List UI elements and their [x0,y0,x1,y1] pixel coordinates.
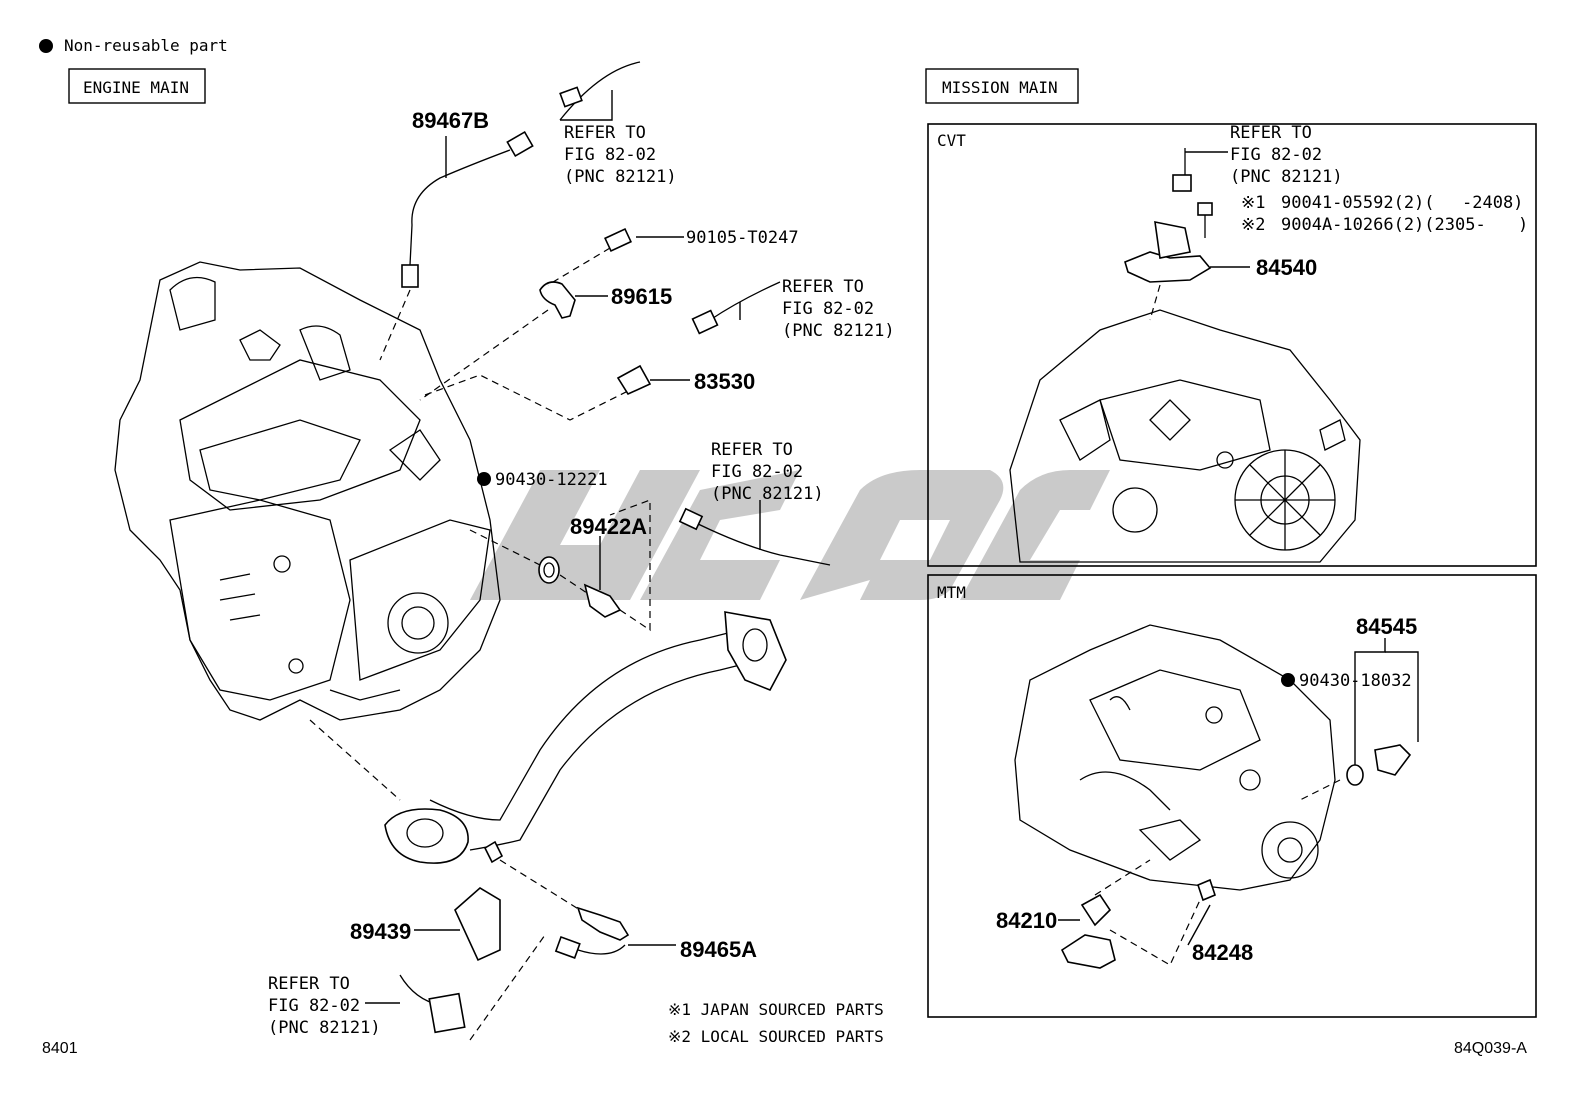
mission-main-box [925,68,1079,104]
refer-line2: FIG 82-02 [711,462,803,482]
mission-main-label: MISSION MAIN [942,78,1058,97]
refer-line3: (PNC 82121) [564,167,677,187]
non-reusable-bullet-icon [1281,673,1295,687]
bolt2-close: ) [1518,215,1528,235]
note-local-sourced: ※2 LOCAL SOURCED PARTS [668,1027,884,1046]
cvt-leaders [1149,151,1250,321]
bolt1-spec: 90041-05592(2)( [1281,193,1435,213]
exhaust-pipe-illustration [384,611,787,864]
refer-line1: REFER TO [1230,123,1312,143]
mtm-transmission-illustration [1014,624,1336,891]
label-89439: 89439 [350,919,411,944]
footer-page-number: 8401 [42,1040,78,1057]
sensor-89467b-illustration [401,61,641,288]
cvt-label: CVT [937,131,966,150]
refer-line3: (PNC 82121) [268,1018,381,1038]
sensor-89422a-illustration [538,507,831,618]
heat-shield-89439-illustration [454,887,501,962]
mtm-frame [927,574,1537,1018]
engine-solid-leaders [365,90,761,1004]
refer-to-block-3: REFER TO FIG 82-02 (PNC 82121) [711,440,824,504]
label-84248: 84248 [1192,940,1253,965]
bolt2-mark: ※2 [1241,215,1265,235]
refer-to-block-2: REFER TO FIG 82-02 (PNC 82121) [782,277,895,341]
refer-line2: FIG 82-02 [1230,145,1322,165]
label-84210: 84210 [996,908,1057,933]
label-90430-12221: 90430-12221 [495,470,608,490]
label-89422a: 89422A [570,514,647,539]
legend-text: Non-reusable part [64,36,228,55]
bolt1-range: -2408) [1462,193,1523,213]
label-89615: 89615 [611,284,672,309]
switch-84545-illustration [1346,744,1412,786]
mtm-leaders [1058,638,1419,966]
label-90105: 90105-T0247 [686,228,799,248]
sensor-83530-illustration [616,281,781,396]
refer-line1: REFER TO [782,277,864,297]
bracket-84248-illustration [1197,878,1216,902]
sensor-84210-illustration [1060,893,1116,969]
bolt-90105-illustration [604,227,632,253]
refer-line1: REFER TO [268,974,350,994]
refer-line2: FIG 82-02 [268,996,360,1016]
non-reusable-bullet-icon [39,39,53,53]
cvt-frame [927,123,1537,567]
label-83530: 83530 [694,369,755,394]
label-89467b: 89467B [412,108,489,133]
footer-figure-code: 84Q039-A [1454,1040,1527,1057]
refer-line1: REFER TO [711,440,793,460]
sensor-89615-illustration [539,281,576,319]
sensor-84540-illustration [1124,148,1213,283]
cvt-transmission-illustration [1009,309,1361,563]
refer-line1: REFER TO [564,123,646,143]
refer-line3: (PNC 82121) [711,484,824,504]
refer-to-block-1: REFER TO FIG 82-02 (PNC 82121) [564,123,677,187]
refer-to-block-4: REFER TO FIG 82-02 (PNC 82121) [268,974,381,1038]
refer-line3: (PNC 82121) [1230,167,1343,187]
cvt-refer-to-block: REFER TO FIG 82-02 (PNC 82121) [1230,123,1343,187]
refer-line2: FIG 82-02 [782,299,874,319]
label-89465a: 89465A [680,937,757,962]
note-japan-sourced: ※1 JAPAN SOURCED PARTS [668,1000,884,1019]
mtm-label: MTM [937,583,966,602]
engine-main-box [68,68,206,104]
label-84540: 84540 [1256,255,1317,280]
label-84545: 84545 [1356,614,1417,639]
engine-main-label: ENGINE MAIN [83,78,189,97]
bolt1-mark: ※1 [1241,193,1265,213]
engine-assembly-illustration [114,261,501,721]
refer-line3: (PNC 82121) [782,321,895,341]
engine-dashed-leaders [309,247,651,1041]
sensor-89465a-illustration [399,906,630,1034]
label-90430-18032: 90430-18032 [1299,671,1412,691]
non-reusable-bullet-icon [477,472,491,486]
refer-line2: FIG 82-02 [564,145,656,165]
bolt2-spec: 9004A-10266(2)(2305- [1281,215,1486,235]
